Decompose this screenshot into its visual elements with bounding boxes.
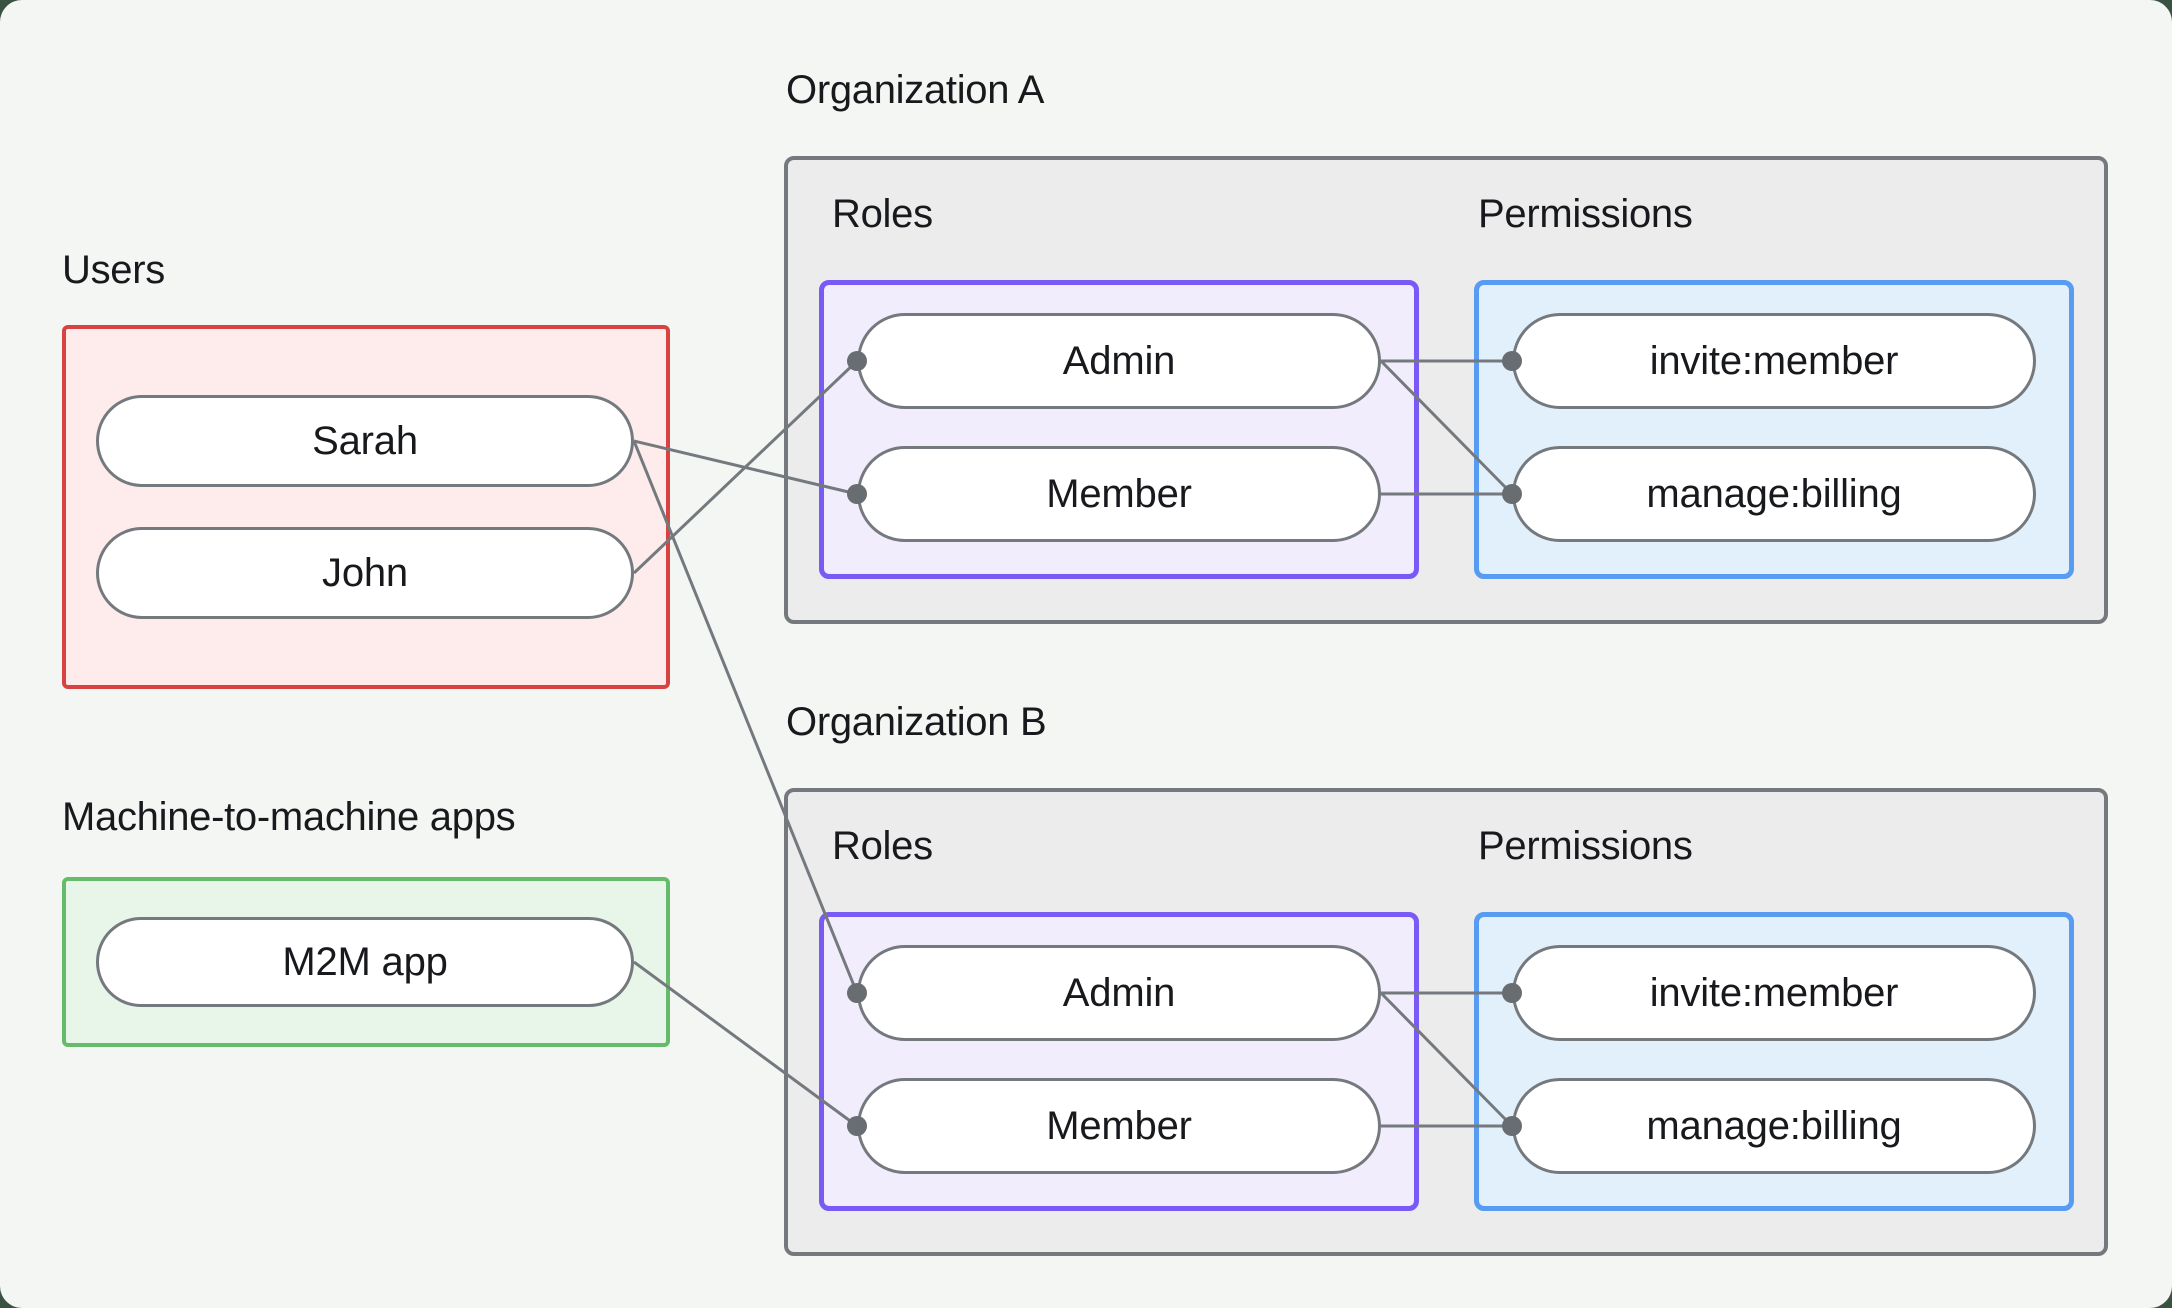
node-invite-member-b-label: invite:member <box>1649 970 1899 1015</box>
org-b-permissions-label: Permissions <box>1478 824 1693 868</box>
node-manage-billing-b-label: manage:billing <box>1646 1103 1902 1148</box>
node-invite-member-a-label: invite:member <box>1649 338 1899 383</box>
node-manage-billing-b-pill: manage:billing <box>1512 1078 2036 1174</box>
node-m2m-app-label: M2M app <box>282 939 448 984</box>
node-sarah-label: Sarah <box>312 418 418 463</box>
org-a-heading: Organization A <box>786 68 1045 112</box>
node-manage-billing-a-pill: manage:billing <box>1512 446 2036 542</box>
org-a-roles-label: Roles <box>832 192 933 236</box>
org-b-heading: Organization B <box>786 700 1047 744</box>
node-john-label: John <box>322 550 408 595</box>
org-a-permissions-label: Permissions <box>1478 192 1693 236</box>
node-manage-billing-a-label: manage:billing <box>1646 471 1902 516</box>
node-member-a-pill: Member <box>857 446 1381 542</box>
users-group-box <box>62 325 670 689</box>
node-admin-b-pill: Admin <box>857 945 1381 1041</box>
node-member-b-pill: Member <box>857 1078 1381 1174</box>
m2m-heading: Machine-to-machine apps <box>62 795 516 839</box>
node-invite-member-b-pill: invite:member <box>1512 945 2036 1041</box>
node-sarah-pill: Sarah <box>96 395 634 487</box>
node-member-a-label: Member <box>1046 471 1192 516</box>
org-b-roles-label: Roles <box>832 824 933 868</box>
node-m2m-app-pill: M2M app <box>96 917 634 1007</box>
node-invite-member-a-pill: invite:member <box>1512 313 2036 409</box>
node-john-pill: John <box>96 527 634 619</box>
node-admin-a-label: Admin <box>1062 338 1176 383</box>
node-member-b-label: Member <box>1046 1103 1192 1148</box>
node-admin-b-label: Admin <box>1062 970 1176 1015</box>
node-admin-a-pill: Admin <box>857 313 1381 409</box>
users-heading: Users <box>62 248 165 292</box>
